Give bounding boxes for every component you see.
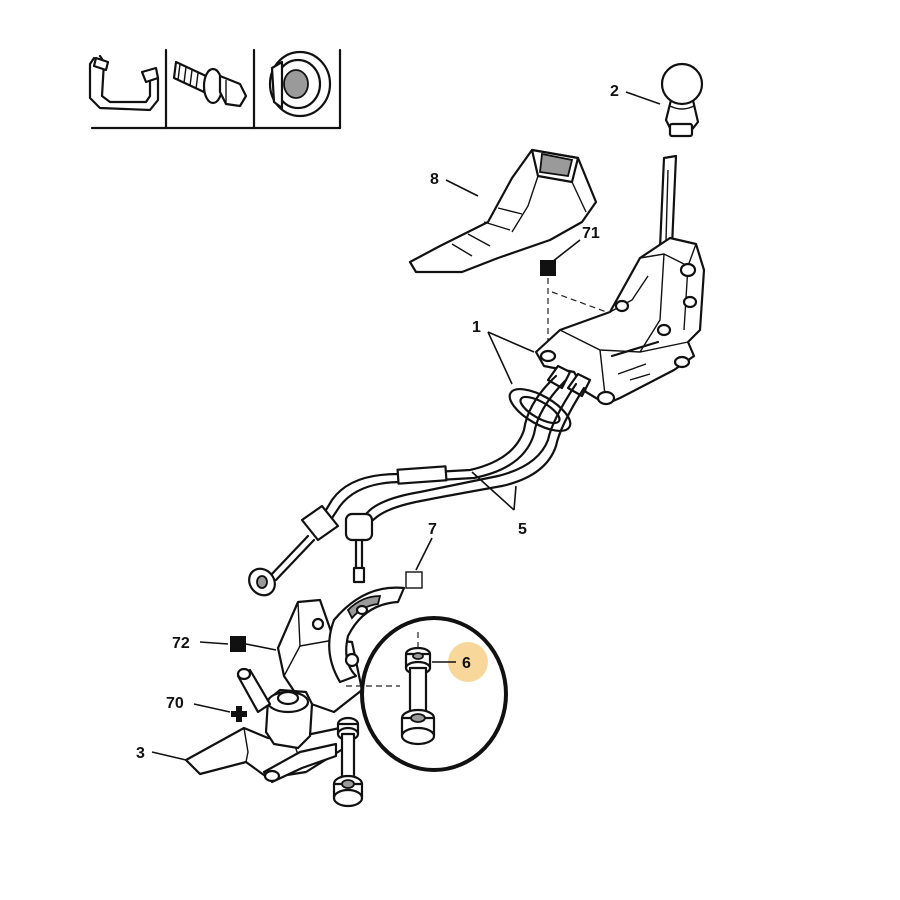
bolt-icon [172,60,248,108]
callout-71: 71 [582,225,600,242]
gear-lever-rod [658,154,678,250]
callout-3: 3 [136,745,145,762]
callout-7: 7 [428,521,437,538]
leader-lines [151,91,661,761]
callout-70: 70 [166,695,184,712]
gearshift-housing [534,236,706,406]
lower-bush [332,716,364,808]
callout-1: 1 [472,319,481,336]
cable-end-bushes [400,646,436,746]
gear-knob [660,62,704,138]
callout-5: 5 [518,521,527,538]
symbol-72-filled-square [230,636,246,652]
callout-2: 2 [610,83,619,100]
grommet-icon [268,50,332,118]
gearbox-bracket [276,586,406,714]
symbol-70-cross [231,706,247,722]
callout-72: 72 [172,635,190,652]
symbol-71-filled-square [540,260,556,276]
callout-6-highlight [448,642,488,682]
highlight-circle [360,616,508,772]
clip-icon [88,54,160,112]
symbol-7-open-square [405,571,423,589]
gear-cables [248,364,592,597]
callout-labels: 1 2 3 5 6 7 8 70 71 72 [136,83,619,762]
gearbox-lever [184,667,356,784]
callout-6: 6 [462,655,471,672]
fastener-legend [88,48,342,130]
gear-lever-boot [408,148,598,274]
callout-8: 8 [430,171,439,188]
